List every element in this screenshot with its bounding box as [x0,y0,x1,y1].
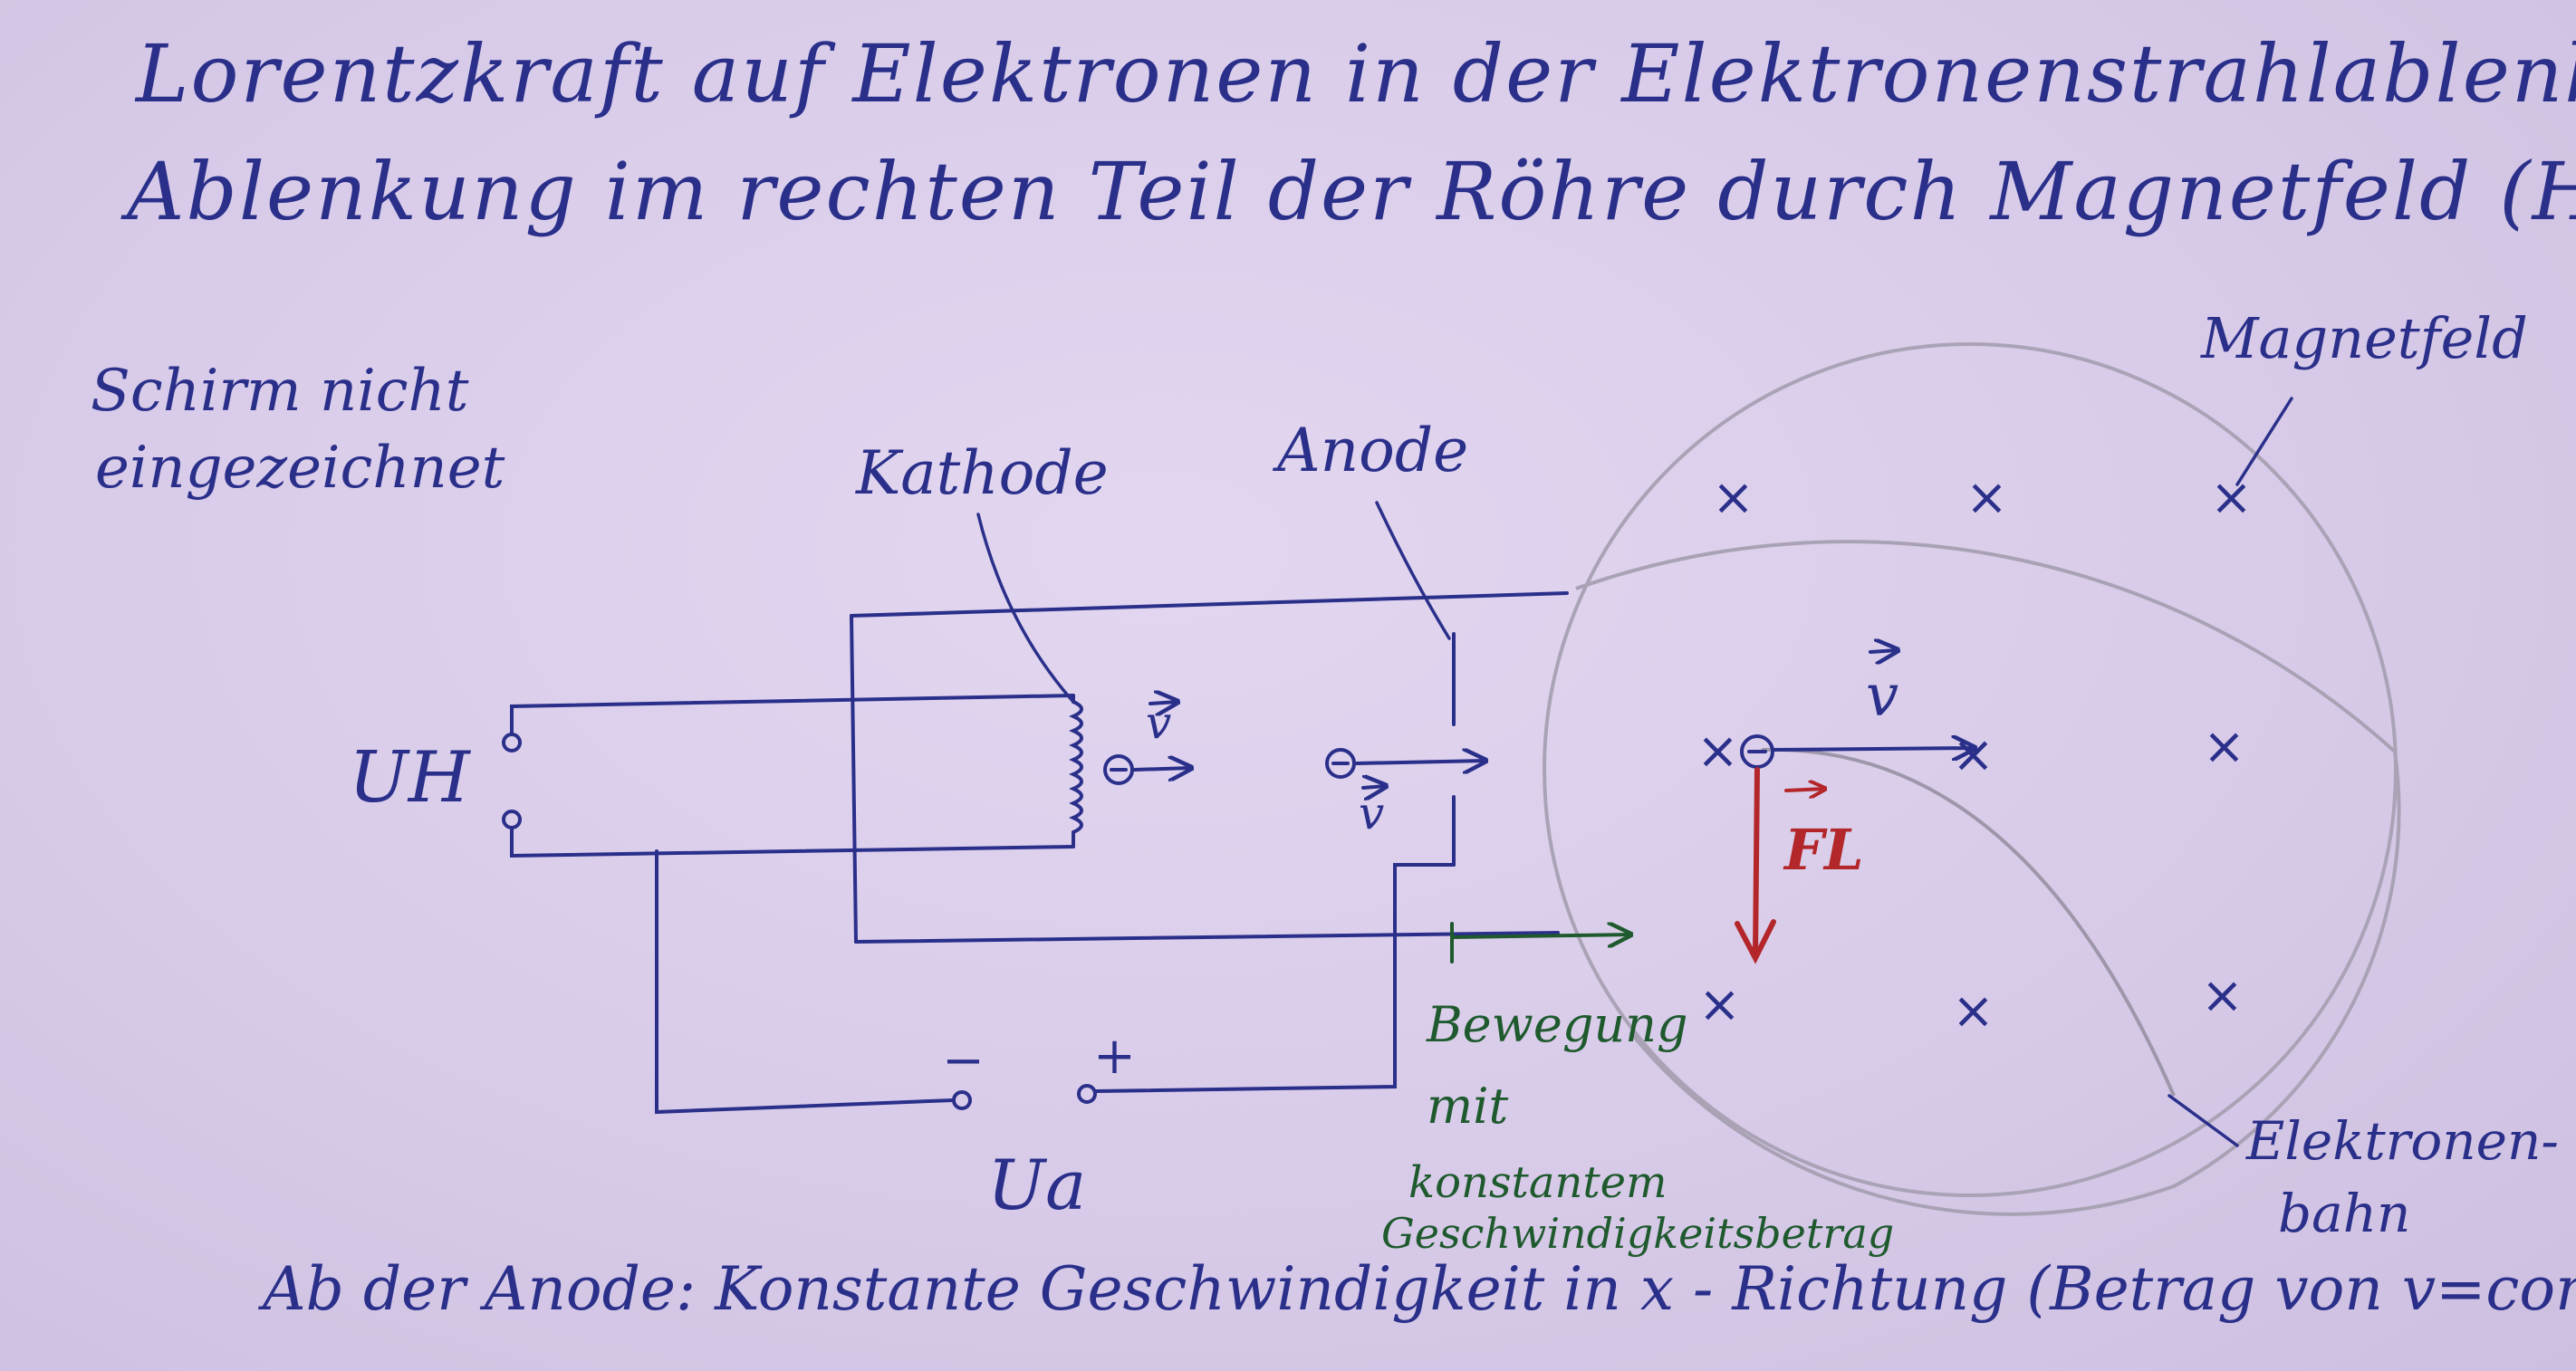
field-cross-icon: × [2203,717,2245,776]
field-cross-icon: × [1712,468,1754,527]
label-anode: Anode [1272,416,1468,485]
heater-wire-bottom [510,827,1075,858]
field-cross-icon: × [1698,975,1741,1034]
field-cross-icon: × [2201,966,2244,1025]
magnetic-field-circle [1543,342,2398,1197]
field-cross-icon: × [1952,725,1994,784]
uh-terminal-bottom [502,810,522,829]
label-plus: + [1093,1027,1136,1086]
ua-terminal-plus [1077,1084,1097,1104]
anode-wire [1094,863,1456,1093]
label-electron-path-1: Elektronen- [2245,1110,2559,1172]
velocity-arrow-field [1772,748,1975,750]
field-cross-icon: × [2210,468,2253,527]
label-uh: UH [349,737,472,819]
tube-bottom-line [854,931,1560,944]
bottom-summary: Ab der Anode: Konstante Geschwindigkeit … [263,1254,2576,1324]
label-v-field: v [1866,663,1898,730]
title-line-2: Ablenkung im rechten Teil der Röhre durc… [127,145,2576,238]
label-electron-path-2: bahn [2278,1183,2410,1244]
electron-anode [1325,748,1356,779]
field-cross-icon: × [1697,722,1739,781]
screen-note-line-2: eingezeichnet [95,435,505,502]
screen-note-line-1: Schirm nicht [91,358,469,425]
electron-path-curve [1761,747,2176,1097]
title-line-1: Lorentzkraft auf Elektronen in der Elekt… [136,27,2576,120]
motion-arrow [1450,935,1630,937]
label-minus: − [942,1031,985,1090]
label-ua: Ua [987,1145,1086,1225]
field-cross-icon: × [1966,468,2008,527]
ua-terminal-minus [952,1090,972,1110]
lorentz-force-arrow [1753,767,1760,958]
label-fl: FL [1783,817,1864,883]
velocity-arrow-cathode [1133,768,1191,770]
electron-in-field [1740,734,1774,769]
magnetic-field-region [1575,540,2401,1216]
label-motion-3: konstantem [1408,1157,1668,1208]
cathode-pointer [976,513,1075,704]
electron-cathode [1103,754,1134,785]
magnetfeld-pointer [2235,397,2293,486]
tube-top-line [850,591,1569,618]
label-magnetfeld: Magnetfeld [2200,305,2528,371]
velocity-arrow-anode [1355,761,1485,763]
label-motion-2: mit [1427,1078,1508,1135]
uh-terminal-top [502,733,522,753]
label-motion-1: Bewegung [1426,996,1688,1053]
heater-coil [1069,694,1083,848]
field-cross-icon: × [1952,982,1994,1040]
label-cathode: Kathode [855,438,1109,508]
electron-path-pointer [2167,1094,2239,1147]
label-v-anode: v [1359,787,1384,839]
label-motion-4: Geschwindigkeitsbetrag [1381,1209,1894,1258]
anode-pointer [1375,501,1451,640]
label-v-cathode: v [1146,696,1171,749]
heater-wire-top [510,694,1075,735]
cathode-wire [655,849,955,1115]
tube-left-line [850,614,858,944]
